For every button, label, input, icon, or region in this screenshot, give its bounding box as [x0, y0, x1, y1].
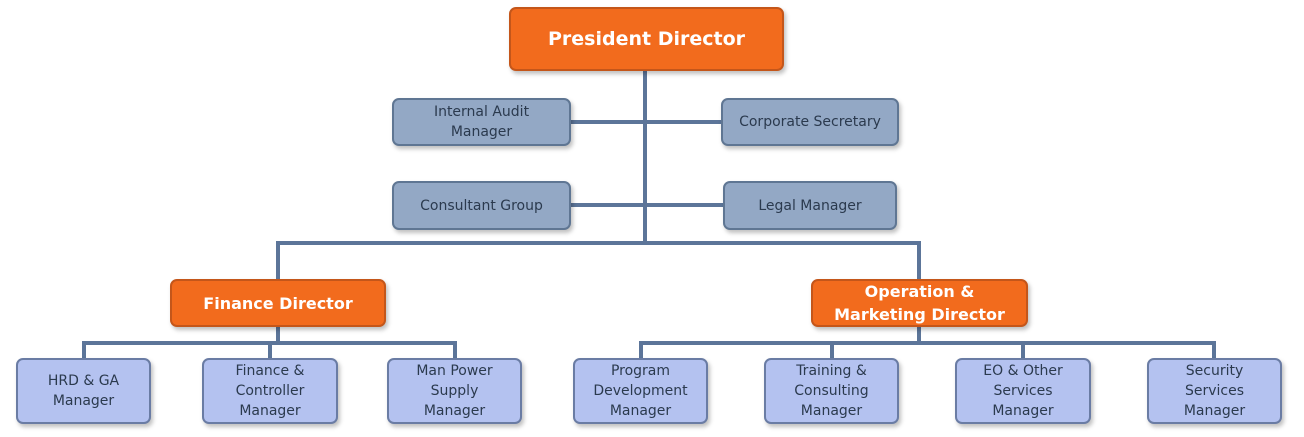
internal-audit-manager-label: Internal Audit Manager	[433, 104, 530, 140]
operation-marketing-director-label: Operation & Marketing Director	[834, 282, 1005, 324]
man-power-supply-manager-label: Man Power Supply Manager	[416, 363, 493, 419]
finance-director-box: Finance Director	[170, 279, 386, 327]
consultant-group-label: Consultant Group	[420, 197, 543, 214]
internal-audit-manager-box: Internal Audit Manager	[392, 98, 571, 146]
program-development-manager-label: Program Development Manager	[593, 363, 688, 419]
operation-marketing-director-box: Operation & Marketing Director	[811, 279, 1028, 327]
man-power-supply-manager-box: Man Power Supply Manager	[387, 358, 522, 424]
security-services-manager-box: Security Services Manager	[1147, 358, 1282, 424]
training-consulting-manager-box: Training & Consulting Manager	[764, 358, 899, 424]
eo-other-services-manager-box: EO & Other Services Manager	[955, 358, 1091, 424]
finance-controller-manager-label: Finance & Controller Manager	[235, 363, 305, 419]
corporate-secretary-label: Corporate Secretary	[739, 114, 881, 130]
legal-manager-box: Legal Manager	[723, 181, 897, 230]
training-consulting-manager-label: Training & Consulting Manager	[794, 363, 869, 419]
corporate-secretary-box: Corporate Secretary	[721, 98, 899, 146]
legal-manager-label: Legal Manager	[758, 197, 862, 214]
hrd-ga-manager-label: HRD & GA Manager	[47, 373, 120, 409]
eo-other-services-manager-label: EO & Other Services Manager	[983, 363, 1063, 419]
finance-director-label: Finance Director	[203, 293, 353, 313]
security-services-manager-label: Security Services Manager	[1183, 363, 1246, 419]
hrd-ga-manager-box: HRD & GA Manager	[16, 358, 151, 424]
program-development-manager-box: Program Development Manager	[573, 358, 708, 424]
president-director-box: President Director	[509, 7, 784, 71]
consultant-group-box: Consultant Group	[392, 181, 571, 230]
finance-controller-manager-box: Finance & Controller Manager	[202, 358, 338, 424]
president-director-label: President Director	[547, 28, 746, 50]
